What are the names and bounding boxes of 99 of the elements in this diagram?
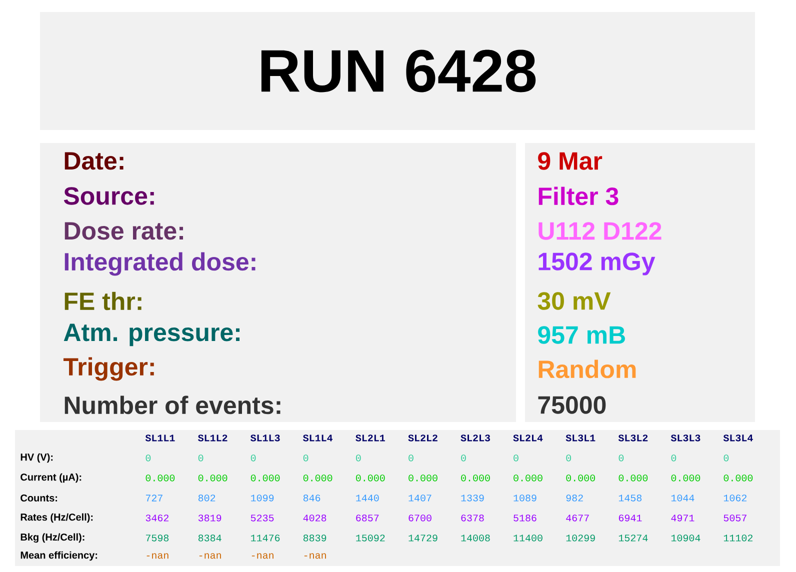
column-header: SL3L2 (618, 434, 648, 442)
table-value: 0.000 (356, 474, 385, 482)
table-value: -nan (199, 553, 221, 559)
row-label: Rates (Hz/Cell): (20, 513, 93, 523)
table-value: 6378 (461, 514, 484, 522)
table-value: 1407 (408, 494, 432, 502)
table-value: 11102 (724, 534, 752, 542)
table-value: 0.000 (514, 474, 542, 482)
table-value: 1044 (671, 494, 694, 502)
table-value: 0 (250, 454, 256, 462)
table-value: 5235 (250, 514, 274, 522)
field-value: 1502 mGy (538, 252, 656, 276)
table-value: 6700 (408, 514, 432, 522)
field-label: Dose rate: (64, 222, 184, 240)
table-value: 10904 (671, 534, 700, 542)
table-value: 0 (514, 454, 518, 462)
column-header: SL3L3 (670, 434, 700, 442)
table-value: 11400 (514, 534, 542, 542)
field-value: Random (538, 360, 636, 378)
field-value: 75000 (538, 396, 606, 414)
table-value: 4028 (303, 514, 326, 522)
table-value: 1099 (251, 494, 274, 502)
row-label: Mean efficiency: (20, 551, 98, 561)
table-value: 0.000 (566, 474, 595, 482)
table-value: 0 (461, 454, 466, 462)
table-value: -nan (146, 553, 168, 559)
column-header: SL3L4 (723, 434, 753, 442)
table-value: 14729 (408, 534, 438, 542)
field-label: Date: (64, 152, 124, 170)
field-label: Number of events: (64, 396, 280, 414)
field-label: Atm. pressure: (64, 324, 240, 346)
row-label: Counts: (20, 494, 58, 502)
table-value: 0 (146, 454, 151, 462)
table-value: 10299 (566, 534, 595, 542)
table-value: 0 (303, 454, 308, 462)
row-label: Bkg (Hz/Cell): (20, 533, 84, 543)
table-value: 8839 (303, 534, 326, 542)
table-value: 1089 (514, 494, 536, 502)
column-header: SL2L1 (356, 434, 385, 442)
table-value: 7598 (146, 534, 169, 542)
table-value: 982 (566, 494, 583, 502)
table-value: 0.000 (303, 474, 332, 482)
column-header: SL1L2 (198, 434, 228, 442)
table-value: 6857 (356, 514, 379, 522)
table-value: 4677 (566, 514, 589, 522)
table-value: 727 (146, 494, 162, 502)
row-label: Current (µA): (20, 473, 82, 483)
field-label: Trigger: (64, 357, 154, 381)
table-value: 0.000 (198, 474, 228, 482)
table-value: 0.000 (618, 474, 648, 482)
table-value: 0 (198, 454, 204, 462)
row-label: HV (V): (20, 453, 53, 463)
table-value: 0 (566, 454, 571, 462)
table-value: 846 (303, 494, 320, 502)
table-value: 1440 (356, 494, 379, 502)
table-value: 11476 (251, 534, 280, 542)
field-label: Source: (64, 187, 154, 205)
table-value: 15274 (618, 534, 648, 542)
table-value: 0 (671, 454, 676, 462)
table-value: 0 (356, 454, 361, 462)
table-value: -nan (252, 553, 274, 559)
column-header: SL1L4 (303, 434, 333, 442)
column-header: SL3L1 (566, 434, 596, 442)
column-header: SL1L3 (250, 434, 280, 442)
field-value: 9 Mar (538, 152, 602, 170)
table-value: 0.000 (461, 474, 490, 482)
column-header: SL2L2 (408, 434, 438, 442)
table-value: -nan (304, 553, 326, 559)
table-value: 3819 (198, 514, 222, 522)
field-value: 30 mV (538, 292, 611, 310)
table-value: 1062 (724, 494, 746, 502)
field-value: Filter 3 (538, 186, 618, 206)
column-header: SL2L4 (513, 434, 543, 442)
table-value: 0.000 (671, 474, 700, 482)
table-value: 0.000 (724, 474, 753, 482)
column-header: SL2L3 (460, 434, 490, 442)
table-value: 0 (618, 454, 624, 462)
table-value: 15092 (356, 534, 385, 542)
table-value: 0.000 (250, 474, 280, 482)
table-value: 0.000 (146, 474, 175, 482)
column-header: SL1L1 (145, 434, 175, 442)
title-banner: RUN 6428 (40, 12, 755, 130)
table-value: 4971 (671, 514, 694, 522)
field-label: Integrated dose: (64, 252, 256, 276)
field-value: 957 mB (538, 326, 625, 344)
table-value: 1458 (618, 494, 642, 502)
table-value: 8384 (198, 534, 222, 542)
table-value: 5186 (514, 514, 536, 522)
table-value: 6941 (618, 514, 642, 522)
table-value: 14008 (461, 534, 490, 542)
table-value: 802 (198, 494, 216, 502)
table-value: 1339 (461, 494, 484, 502)
table-value: 0 (724, 454, 729, 462)
table-value: 0.000 (408, 474, 438, 482)
field-label: FE thr: (64, 292, 142, 310)
table-value: 3462 (146, 514, 168, 522)
table-value: 0 (408, 454, 414, 462)
field-value: U112 D122 (538, 222, 662, 240)
table-value: 5057 (724, 514, 746, 522)
